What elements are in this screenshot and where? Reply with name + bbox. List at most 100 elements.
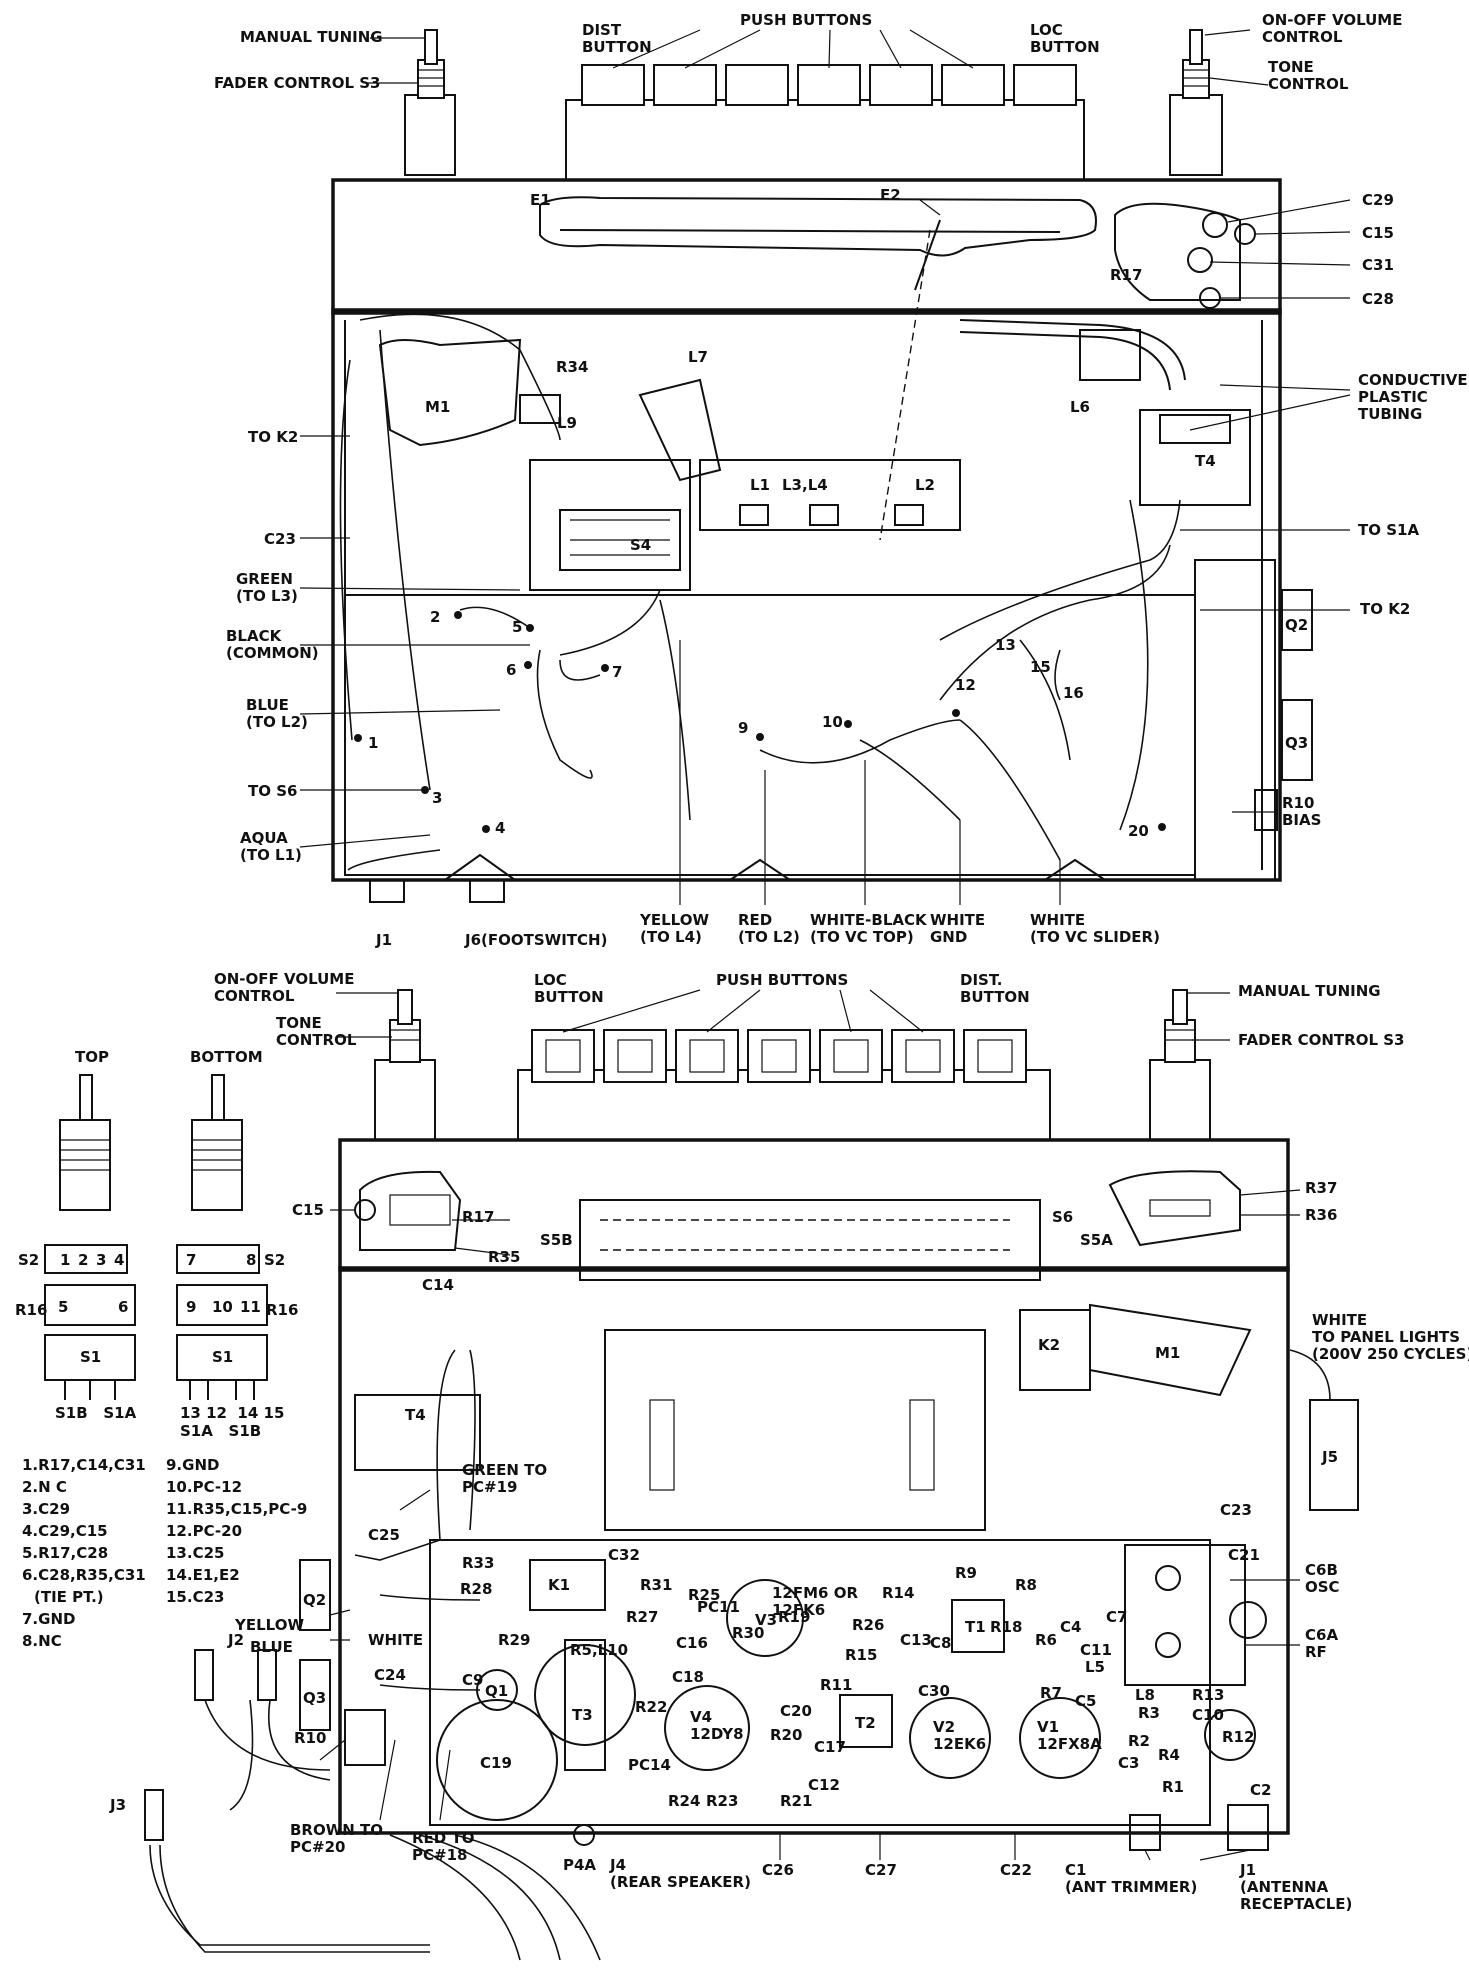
label-l6: L6: [1070, 398, 1090, 416]
legend-item: 14.E1,E2: [166, 1566, 240, 1584]
label-t4-bottom: T4: [405, 1406, 426, 1424]
label-r37: R37: [1305, 1179, 1337, 1197]
wire-num: 12: [955, 676, 976, 694]
label-c23: C23: [264, 530, 296, 548]
label-c31-top: C31: [1362, 256, 1394, 274]
bottom-chassis: [338, 1266, 1290, 1835]
tube-v4: [664, 1685, 750, 1771]
relay-k1: [529, 1559, 606, 1611]
legend-item: 10.PC-12: [166, 1478, 242, 1496]
label-m1-top: M1: [425, 398, 450, 416]
legend-item: 4.C29,C15: [22, 1522, 108, 1540]
switch-top-s2: S2: [18, 1251, 39, 1269]
switch-bottom-lower-terminal: 9: [186, 1298, 196, 1316]
part-ref: R2: [1128, 1732, 1150, 1750]
label-r10-bottom: R10: [294, 1729, 326, 1747]
part-ref: R27: [626, 1608, 658, 1626]
tone-control-shaft: [1182, 59, 1210, 99]
wire-num: 2: [430, 608, 440, 626]
label-j4: J4(REAR SPEAKER): [609, 1856, 751, 1891]
part-ref: R3: [1138, 1704, 1160, 1722]
plug-j2-right: [257, 1649, 277, 1701]
wire-numbers-top: 1 2 3 4 5 6 7 9 10 12 13 15 16 20: [354, 608, 1166, 840]
label-m1-bottom: M1: [1155, 1344, 1180, 1362]
label-push-buttons-bottom: PUSH BUTTONS: [716, 971, 848, 989]
tuner-assembly: [604, 1329, 986, 1531]
label-k1: K1: [548, 1576, 570, 1594]
label-yellow: YELLOW: [234, 1616, 304, 1634]
wire-num: 4: [495, 819, 505, 837]
label-blue: BLUE: [250, 1638, 293, 1656]
jack-j6-top: [469, 879, 505, 903]
legend-item: 5.R17,C28: [22, 1544, 108, 1562]
wire-num: 15: [1030, 658, 1051, 676]
label-red-to-l2: RED(TO L2): [738, 911, 800, 946]
label-c15-top: C15: [1362, 224, 1394, 242]
switch-detail: TOP BOTTOM 1 2 3 4 S2 R16 5 6 S1 S1B S1A: [15, 1048, 298, 1440]
part-ref: L8: [1135, 1686, 1155, 1704]
wire-num: 10: [822, 713, 843, 731]
part-ref: R7: [1040, 1684, 1062, 1702]
part-ref: C21: [1228, 1546, 1260, 1564]
switch-bottom-pins2: S1A S1B: [180, 1422, 261, 1440]
legend-item: 15.C23: [166, 1588, 224, 1606]
label-green-to-l3: GREEN(TO L3): [236, 570, 298, 605]
label-j2: J2: [227, 1631, 244, 1649]
switch-top-lower-terminal: 6: [118, 1298, 128, 1316]
push-button-row-bottom: [531, 1029, 1027, 1083]
label-s5b: S5B: [540, 1231, 573, 1249]
part-ref: R8: [1015, 1576, 1037, 1594]
pc-board: [429, 1539, 1211, 1826]
label-q1: Q1: [485, 1682, 508, 1700]
volume-shaft: [1189, 29, 1203, 65]
label-e1: E1: [530, 191, 551, 209]
jack-j1-top: [369, 879, 405, 903]
label-c28-top: C28: [1362, 290, 1394, 308]
legend-item: 13.C25: [166, 1544, 224, 1562]
part-ref: R22: [635, 1698, 667, 1716]
label-l3l4: L3,L4: [782, 476, 828, 494]
resistor-cluster-bottom: [1108, 1170, 1241, 1247]
part-refs: R33 R28 C32 R31 R25 R27 R29 R5,L10 R30 R…: [460, 1546, 1271, 1810]
jack-j1-bottom: [1227, 1804, 1269, 1851]
switch-top-r16: R16: [15, 1301, 47, 1319]
label-j1-top: J1: [375, 931, 392, 949]
label-j6: J6(FOOTSWITCH): [464, 931, 607, 949]
label-c19: C19: [480, 1754, 512, 1772]
label-c24: C24: [374, 1666, 406, 1684]
label-e2: E2: [880, 186, 901, 204]
label-dist-button-bottom: DIST.BUTTON: [960, 971, 1030, 1006]
part-ref: PC14: [628, 1756, 671, 1774]
part-ref: R11: [820, 1676, 852, 1694]
switch-bottom-terminal: 7: [186, 1251, 196, 1269]
transformer-t3: [564, 1639, 606, 1771]
transformer-t2: [839, 1694, 893, 1748]
coil-rail: [699, 459, 961, 531]
legend-item: 3.C29: [22, 1500, 70, 1518]
label-black-common: BLACK(COMMON): [226, 627, 319, 662]
label-c26: C26: [762, 1861, 794, 1879]
cap-cluster-bottom: [359, 1170, 462, 1251]
terminal-legend: 1.R17,C14,C31 2.N C 3.C29 4.C29,C15 5.R1…: [22, 1456, 307, 1650]
part-ref: C2: [1250, 1781, 1271, 1799]
part-ref: R26: [852, 1616, 884, 1634]
switch-top-terminal: 1: [60, 1251, 70, 1269]
label-to-s1a: TO S1A: [1358, 521, 1419, 539]
part-ref: C17: [814, 1738, 846, 1756]
label-manual-tuning-bottom: MANUAL TUNING: [1238, 982, 1381, 1000]
label-to-k2-right: TO K2: [1360, 600, 1410, 618]
part-ref: R14: [882, 1584, 914, 1602]
transformer-t4-top: [1139, 409, 1251, 506]
label-to-s6: TO S6: [248, 782, 297, 800]
label-s4: S4: [630, 536, 651, 554]
label-q3-bottom: Q3: [303, 1689, 326, 1707]
part-ref: R13: [1192, 1686, 1224, 1704]
